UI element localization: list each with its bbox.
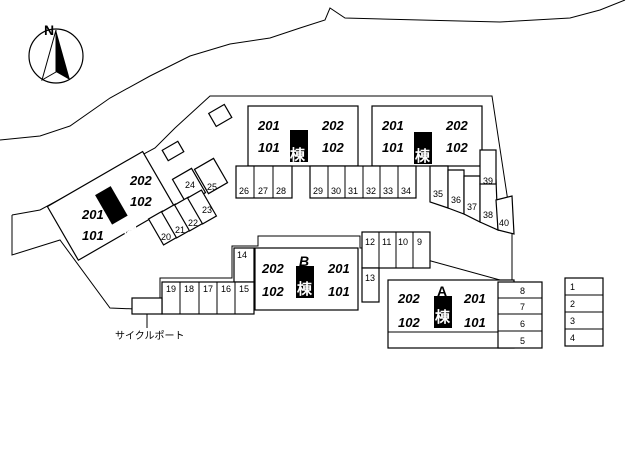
- parking-11: 11: [382, 237, 391, 247]
- parking-32: 32: [366, 186, 376, 196]
- parking-1: 1: [570, 282, 575, 292]
- building-e-kanji: 棟: [415, 147, 431, 165]
- unit-a-tr: 201: [463, 291, 486, 306]
- bicycle-port: [131, 297, 163, 315]
- unit-b-bl: 102: [262, 284, 284, 299]
- parking-3: 3: [570, 316, 575, 326]
- building-c: [46, 150, 175, 262]
- site-boundary-top: [0, 0, 626, 141]
- parking-33: 33: [383, 186, 393, 196]
- small-structure: [207, 103, 233, 128]
- compass: N: [28, 22, 84, 84]
- parking-37: 37: [467, 202, 477, 212]
- parking-col-5-8: [497, 281, 543, 349]
- parking-39: 39: [483, 176, 493, 186]
- unit-d-tl: 201: [257, 118, 280, 133]
- building-c-letter: C: [113, 205, 123, 221]
- parking-25: 25: [207, 182, 217, 192]
- unit-b-tl: 202: [261, 261, 284, 276]
- building-b-kanji: 棟: [297, 280, 313, 298]
- parking-40: 40: [499, 218, 509, 228]
- unit-b-br: 101: [328, 284, 350, 299]
- unit-c-br: 101: [82, 228, 104, 243]
- parking-15: 15: [239, 284, 249, 294]
- unit-d-br: 102: [322, 140, 344, 155]
- unit-d-bl: 101: [258, 140, 280, 155]
- parking-near-c: [147, 157, 229, 246]
- parking-row-15-19: [161, 281, 255, 315]
- parking-21: 21: [175, 225, 185, 235]
- parking-5: 5: [520, 336, 525, 346]
- unit-e-bl: 101: [382, 140, 404, 155]
- building-b-letter: B: [299, 253, 309, 269]
- unit-e-tl: 201: [381, 118, 404, 133]
- building-b: [254, 247, 359, 311]
- building-d-kanji: 棟: [290, 146, 306, 164]
- parking-20: 20: [161, 232, 171, 242]
- parking-right-35-40: [429, 149, 515, 235]
- building-a: [387, 279, 515, 349]
- parking-26: 26: [239, 186, 249, 196]
- building-d-letter: D: [292, 129, 302, 145]
- parking-30: 30: [331, 186, 341, 196]
- building-a-letter: A: [437, 283, 447, 299]
- compass-letter: N: [44, 22, 54, 38]
- parking-9: 9: [417, 237, 422, 247]
- unit-a-tl: 202: [397, 291, 420, 306]
- parking-14: 14: [237, 250, 247, 260]
- building-e: [371, 105, 483, 167]
- parking-27: 27: [258, 186, 268, 196]
- parking-34: 34: [401, 186, 411, 196]
- parking-13: 13: [365, 273, 375, 283]
- parking-12: 12: [365, 237, 375, 247]
- parking-17: 17: [203, 284, 213, 294]
- building-c-kanji: 棟: [122, 218, 138, 236]
- parking-18: 18: [184, 284, 194, 294]
- parking-29: 29: [313, 186, 323, 196]
- parking-6: 6: [520, 319, 525, 329]
- parking-19: 19: [166, 284, 176, 294]
- building-a-kanji: 棟: [435, 308, 451, 326]
- parking-7: 7: [520, 302, 525, 312]
- parking-8: 8: [520, 286, 525, 296]
- parking-22: 22: [188, 218, 198, 228]
- unit-c-tl: 202: [129, 173, 152, 188]
- parking-36: 36: [451, 195, 461, 205]
- building-d: [247, 105, 359, 167]
- unit-d-tr: 202: [321, 118, 344, 133]
- bicycle-port-label: サイクルポート: [115, 330, 185, 342]
- parking-2: 2: [570, 299, 575, 309]
- parking-35: 35: [433, 189, 443, 199]
- unit-b-tr: 201: [327, 261, 350, 276]
- parking-31: 31: [348, 186, 358, 196]
- parking-38: 38: [483, 210, 493, 220]
- unit-c-bl: 201: [81, 207, 104, 222]
- building-e-letter: E: [417, 131, 426, 147]
- parking-row-26-34: [235, 165, 417, 199]
- parking-col-1-4: [564, 277, 604, 347]
- unit-a-bl: 102: [398, 315, 420, 330]
- small-structure: [161, 140, 185, 162]
- unit-c-tr: 102: [130, 194, 152, 209]
- parking-4: 4: [570, 333, 575, 343]
- parking-28: 28: [276, 186, 286, 196]
- parking-23: 23: [202, 205, 212, 215]
- parking-10: 10: [398, 237, 408, 247]
- parking-row-9-13: [361, 231, 431, 303]
- unit-a-br: 101: [464, 315, 486, 330]
- parking-16: 16: [221, 284, 231, 294]
- parking-24: 24: [185, 180, 195, 190]
- unit-e-tr: 202: [445, 118, 468, 133]
- unit-e-br: 102: [446, 140, 468, 155]
